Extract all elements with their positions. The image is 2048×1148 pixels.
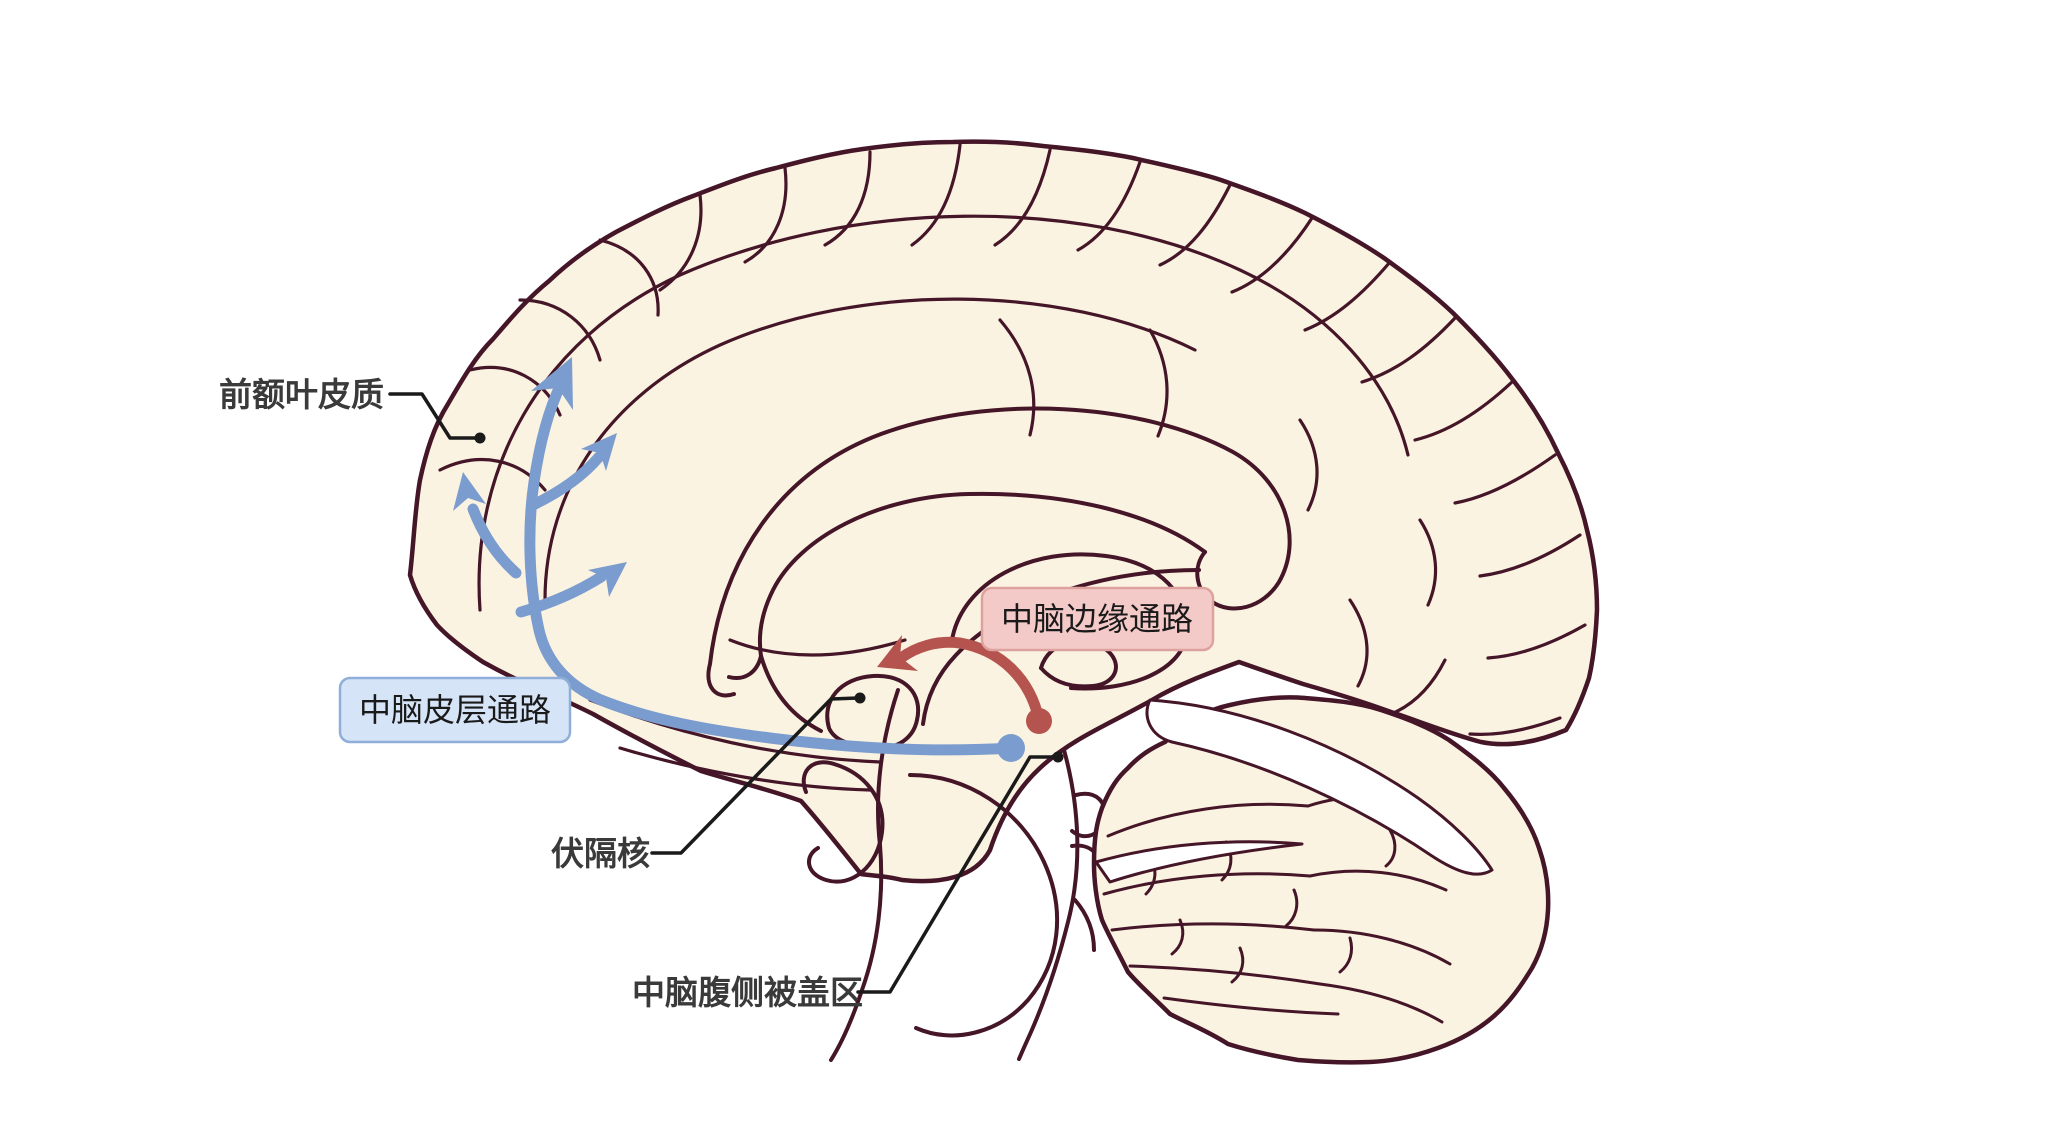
mesolimbic-box-background [980, 586, 1215, 652]
pons [908, 773, 1060, 1038]
mesocortical-arrowhead-main [531, 357, 573, 410]
marker-dot-nucleus-accumbens [854, 692, 866, 704]
mesolimbic-box-label: 中脑边缘通路 [1001, 601, 1193, 637]
mesolimbic-pathway [877, 635, 1052, 734]
cerebellum-folia [1102, 795, 1452, 1024]
label-nucleus-accumbens: 伏隔核 [551, 835, 650, 872]
mesocortical-pathway [453, 357, 1025, 762]
leader-prefrontal-cortex [388, 392, 480, 440]
cortical-sulci [438, 143, 1587, 792]
cerebrum-outline [407, 139, 1600, 884]
leader-vta [856, 755, 1058, 994]
leader-nucleus-accumbens [650, 696, 860, 855]
mesolimbic-origin-dot [1026, 708, 1052, 734]
marker-dot-vta [1052, 751, 1064, 763]
uncus [801, 760, 885, 884]
marker-dot-prefrontal-cortex [474, 432, 486, 444]
mesocortical-branch-lower-right [515, 571, 607, 618]
cerebellum-horizontal-fissure [1094, 840, 1304, 884]
label-prefrontal-cortex: 前额叶皮质 [219, 376, 384, 413]
mesolimbic-pathway-box: 中脑边缘通路 [980, 586, 1215, 652]
midbrain-left-edge [829, 688, 900, 1062]
midbrain-right-edge [1017, 748, 1080, 1061]
mesocortical-branch-left [467, 503, 522, 579]
mesocortical-box-label: 中脑皮层通路 [359, 692, 551, 728]
mesocortical-arrowhead-lower-right [588, 562, 627, 597]
label-vta: 中脑腹侧被盖区 [632, 974, 863, 1011]
mesocortical-box-background [338, 676, 572, 744]
transverse-fissure-band [1145, 698, 1494, 876]
mesocortical-branch-upper-right [527, 451, 605, 511]
mesolimbic-arrowhead [877, 635, 918, 671]
cerebrum [407, 139, 1600, 884]
mesocortical-arrowhead-upper-right [581, 433, 617, 471]
mesocortical-pathway-box: 中脑皮层通路 [338, 676, 572, 744]
mesocortical-origin-dot [997, 734, 1025, 762]
mesolimbic-pathway-curve [895, 636, 1045, 726]
mesocortical-pathway-trunk [524, 378, 1017, 756]
mesocortical-arrowhead-left [453, 472, 486, 511]
cerebellum [1091, 695, 1551, 1065]
leader-lines [388, 392, 1064, 994]
